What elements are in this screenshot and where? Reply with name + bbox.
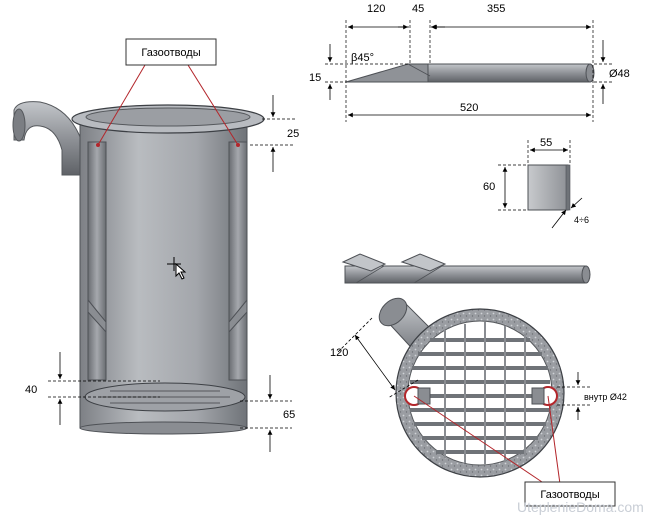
dim-25 (250, 95, 295, 172)
grate-dim-120-label: 120 (330, 347, 348, 359)
plate-body (527, 164, 569, 211)
grate-top-view: Газоотводы 120 внутр Ø42 (330, 297, 627, 507)
gas-tube-right (228, 141, 248, 381)
dim-pipe-45-label: 45 (412, 3, 424, 15)
tongue-left (341, 253, 387, 272)
tongue-slot-right (413, 265, 443, 284)
grate-plate-left (417, 387, 431, 405)
callout-box-top (125, 38, 217, 66)
pipe-with-tongues (341, 253, 591, 284)
tongue-pipe-end (581, 265, 591, 284)
callout-label-bottom: Газоотводы (540, 489, 599, 501)
plate-drawing: 55 60 4÷6 (483, 137, 589, 229)
barrel-bottom-edge (79, 421, 248, 435)
grate-callout-line-left (413, 395, 546, 485)
grate-callout-line-right (547, 395, 561, 485)
callout-box-bottom (524, 481, 616, 507)
dim-65-label: 65 (283, 409, 295, 421)
tongue-right (400, 253, 447, 272)
gas-tube-left (87, 141, 107, 381)
grate-plate-right (531, 387, 545, 405)
pipe-drawing: 120 45 355 15 β45° Ø48 520 (309, 3, 630, 122)
grate-dim-inner-diameter-label: внутр Ø42 (584, 392, 627, 402)
grate-dim-inner-diameter (557, 372, 590, 420)
callout-label-top: Газоотводы (141, 47, 200, 59)
callout-line-right (187, 64, 239, 146)
dim-plate-60-label: 60 (483, 181, 495, 193)
barrel-lid-inner (85, 107, 251, 127)
callout-line-left (97, 64, 146, 146)
barrel-body (79, 117, 248, 429)
pipe-end (585, 63, 595, 83)
angle-label: β45° (351, 52, 374, 64)
callout-dot-left (96, 143, 100, 147)
pipe-cut-tongue (345, 63, 429, 83)
plate-edge (565, 164, 571, 211)
grate-vertical-bars (444, 322, 526, 464)
dim-pipe-diameter-label: Ø48 (609, 68, 630, 80)
dim-plate-thickness-label: 4÷6 (574, 215, 589, 225)
barrel-drawing: Газоотводы 25 40 65 (12, 38, 299, 452)
exhaust-elbow-pipe (13, 101, 83, 176)
exhaust-pipe-opening (12, 108, 26, 142)
plate-extension-lines (498, 140, 571, 211)
dim-plate-55-label: 55 (540, 137, 552, 149)
dim-plate-thickness-arrow2 (570, 197, 583, 209)
dim-plate-thickness (551, 209, 567, 229)
dim-25-label: 25 (287, 128, 299, 140)
tongue-slot-left (355, 265, 385, 284)
dim-40-label: 40 (25, 384, 37, 396)
grate-dim-120 (337, 317, 419, 399)
dim-pipe-diameter (594, 40, 612, 104)
watermark: UteplenieDoma.com (517, 499, 644, 515)
grate-horizontal-bars (410, 338, 550, 454)
gas-tube-left-branch (87, 298, 107, 334)
dim-40 (48, 352, 160, 425)
pipe-body (427, 63, 591, 83)
dim-65 (240, 375, 292, 452)
pipe-cut-line (407, 63, 431, 77)
barrel-grate-bars (100, 390, 230, 404)
move-cursor-icon (167, 257, 187, 280)
grate-exhaust-opening (378, 297, 408, 327)
gas-tube-right-branch (228, 298, 248, 334)
dim-pipe-15-label: 15 (309, 72, 321, 84)
callout-dot-right (236, 143, 240, 147)
pipe-extension-lines (325, 20, 594, 122)
dim-pipe-355-label: 355 (487, 3, 505, 15)
tongue-pipe-body (344, 265, 586, 284)
dim-pipe-520-label: 520 (460, 102, 478, 114)
dim-pipe-120-label: 120 (367, 3, 385, 15)
